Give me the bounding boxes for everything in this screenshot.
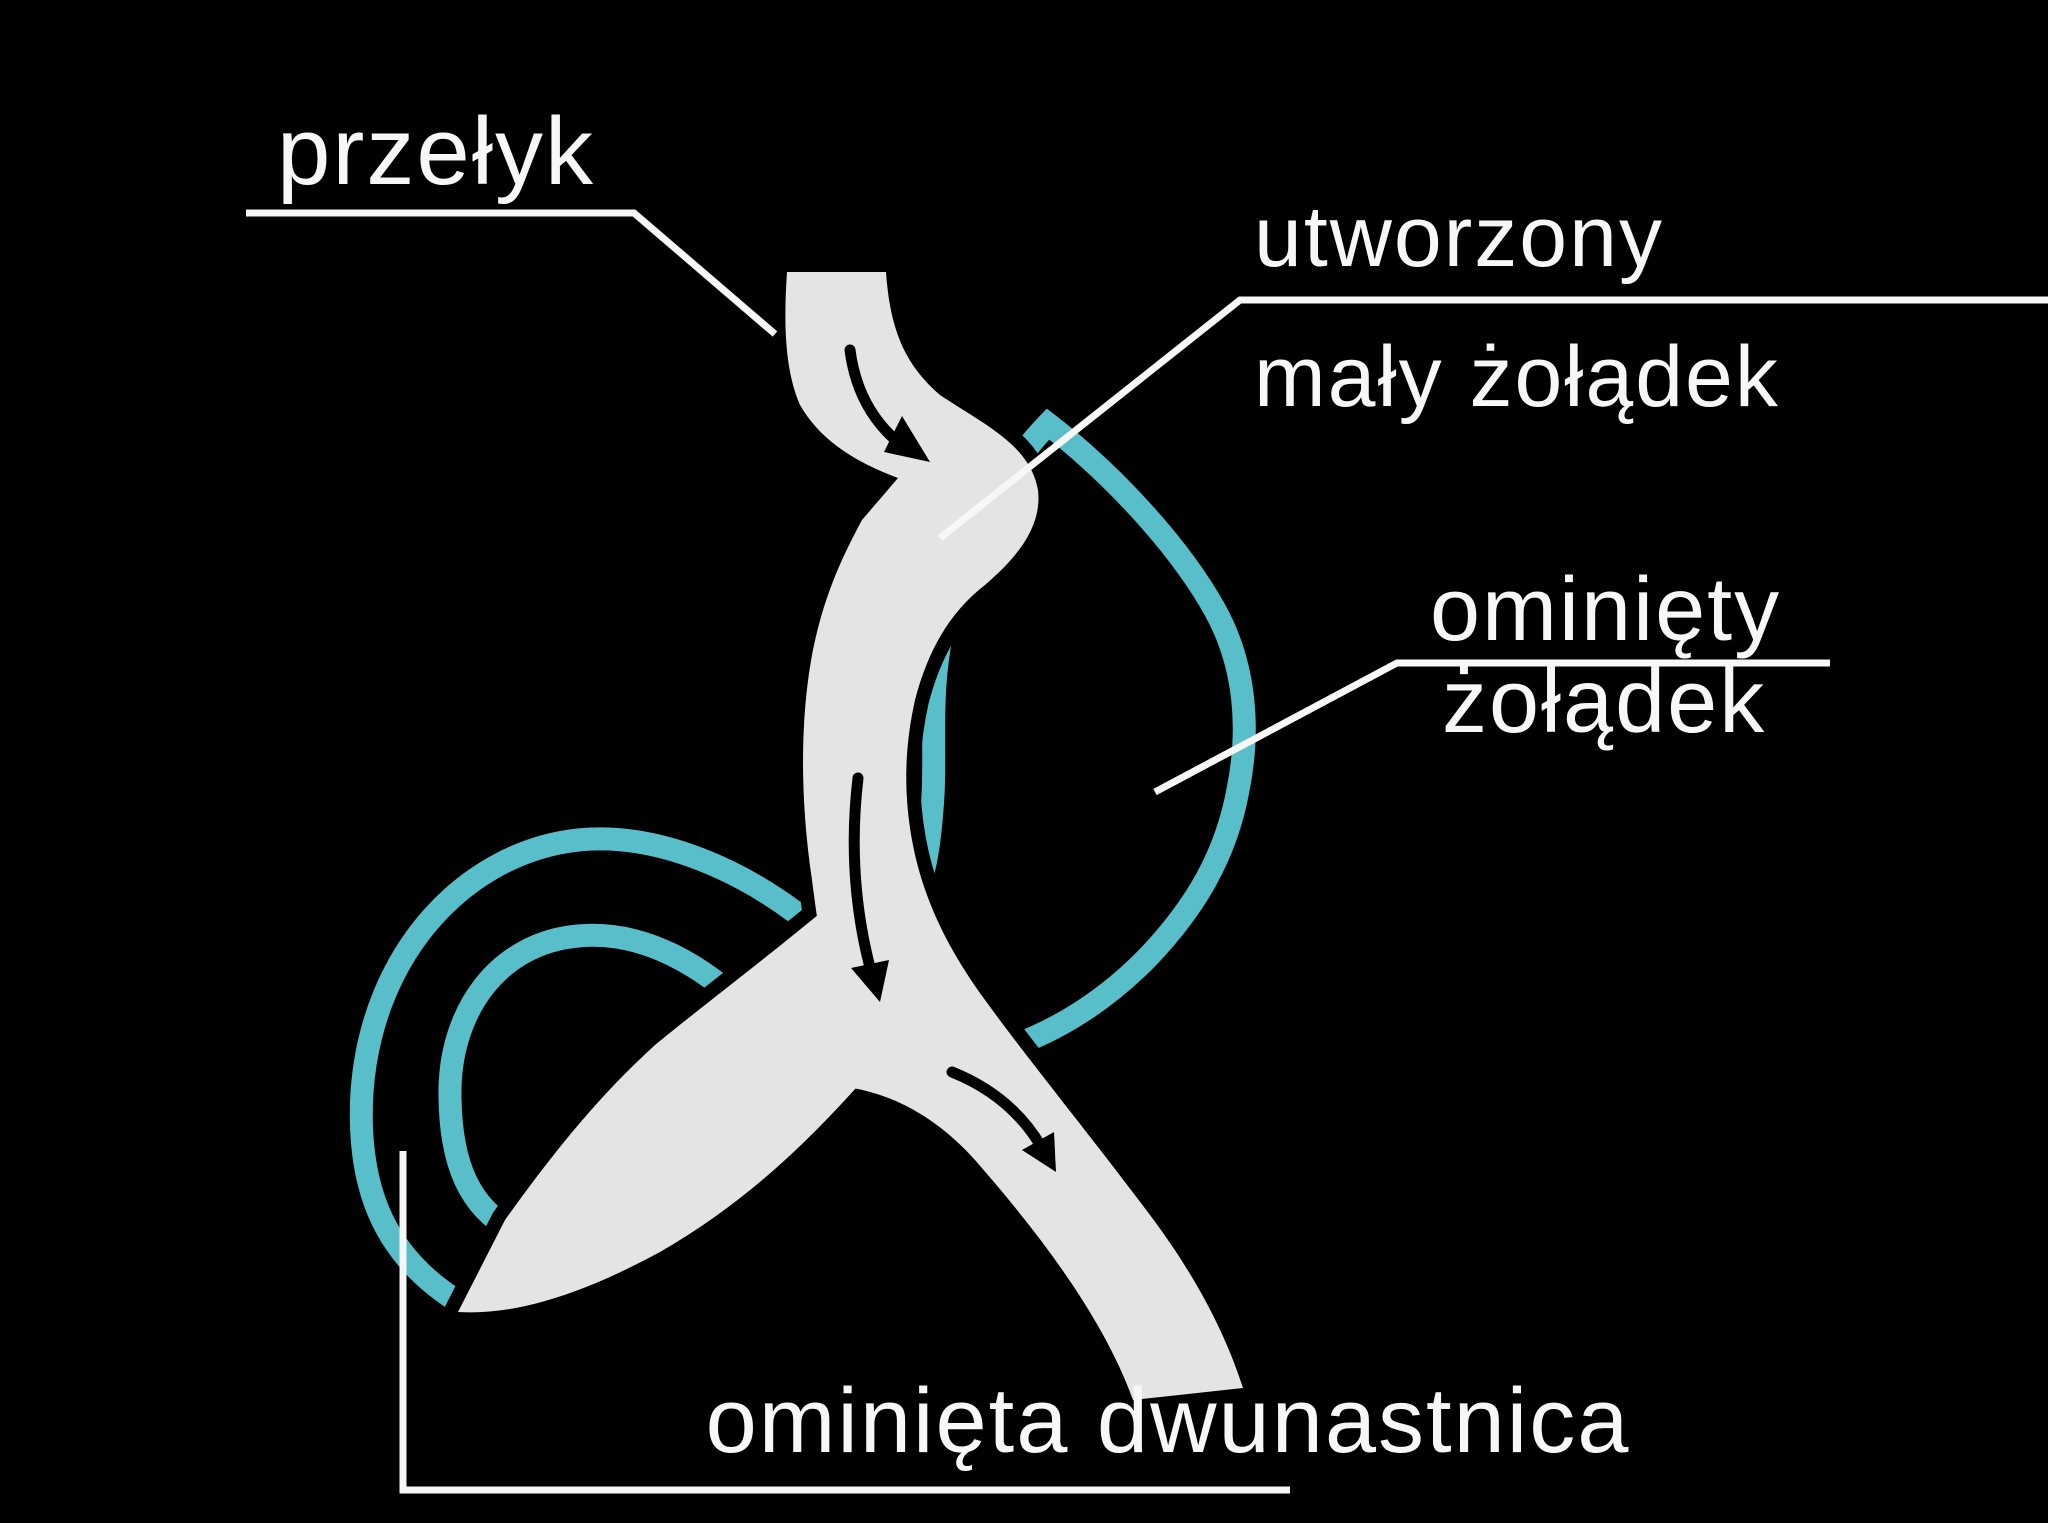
label-bypassed-duodenum: ominięta dwunastnica [706,1370,1631,1472]
leader-lines-group [246,209,2048,1494]
digestive-tract-group [458,272,1243,1400]
duodenum-inner-wall [438,923,773,1241]
flow-arrowhead-roux-limb-icon [1022,1132,1056,1172]
leader-line-bypassed-stomach [1153,659,1830,796]
leader-line-esophagus [246,209,778,337]
leader-line-bypassed-duodenum [399,1151,1290,1494]
flow-arrow-roux-limb-icon [946,1066,1048,1154]
labels-group: przełyk utworzony mały żołądek ominięty … [277,98,1781,1472]
label-created-pouch-line2: mały żołądek [1254,329,1780,425]
label-created-pouch-line1: utworzony [1254,189,1664,285]
flow-arrow-pouch-tube-icon [848,772,878,981]
label-bypassed-stomach-line2: żołądek [1442,652,1766,752]
jejunum-band-shape [458,905,861,1313]
bypassed-organs-outline-group [349,408,1256,1316]
label-bypassed-stomach-line1: ominięty [1430,560,1781,660]
bypassed-stomach-outline [894,408,1256,1057]
esophagus-pouch-roux-limb-shape [785,272,1243,1400]
flow-arrows-group [844,344,1056,1172]
leader-line-created-pouch [937,296,2048,541]
duodenum-outer-wall [349,827,828,1316]
label-esophagus: przełyk [277,98,595,205]
flow-arrowhead-pouch-tube-icon [851,960,889,1002]
flow-arrowhead-esophagus-icon [884,416,930,462]
